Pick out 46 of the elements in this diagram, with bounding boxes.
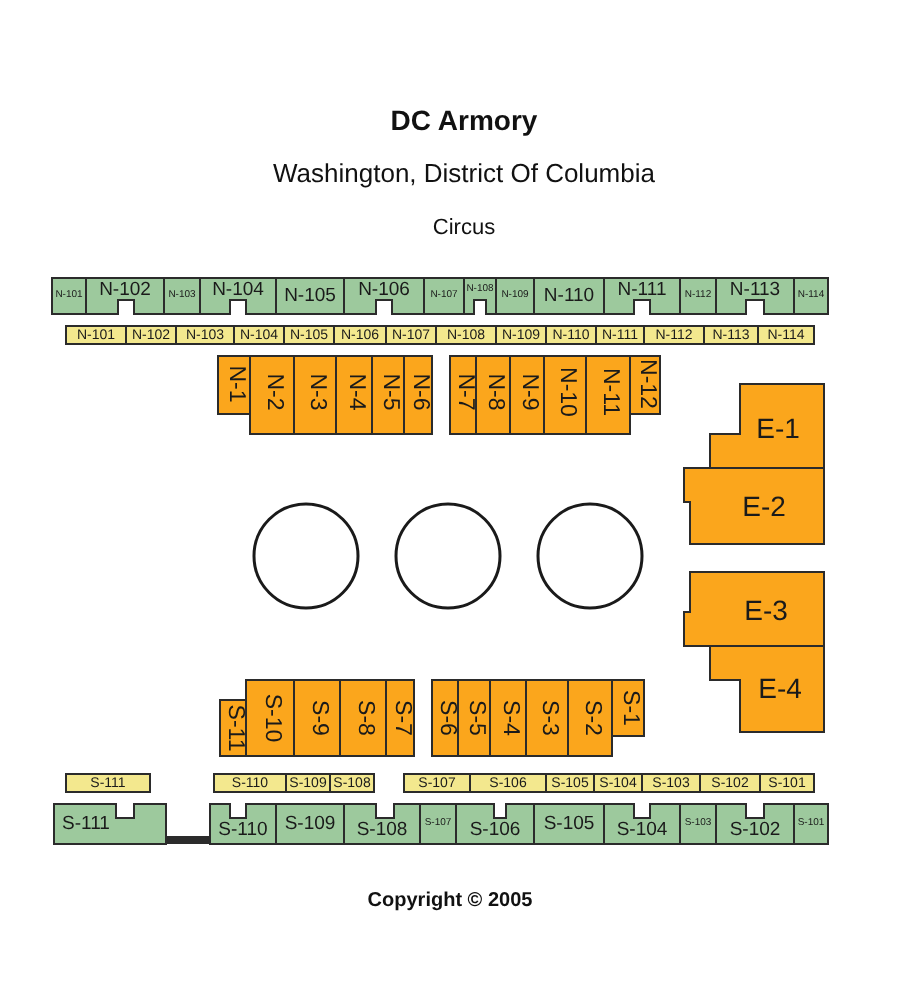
seating-section: N-7: [450, 356, 476, 434]
seating-section: S-5: [458, 680, 490, 756]
venue-title: DC Armory: [390, 104, 538, 137]
seating-section: S-1: [612, 680, 644, 736]
seating-section: N-110: [534, 278, 604, 314]
seating-section: S-11: [220, 700, 246, 756]
seating-section: S-102: [716, 804, 794, 844]
seating-section: N-5: [372, 356, 404, 434]
seating-section: S-2: [568, 680, 612, 756]
seating-section: N-2: [250, 356, 294, 434]
seating-section: S-105: [534, 804, 604, 844]
seating-section: N-10: [544, 356, 586, 434]
seating-section: S-110: [210, 804, 276, 844]
seating-section: N-113: [716, 278, 794, 314]
seating-section: S-3: [526, 680, 568, 756]
seating-section: N-102: [86, 278, 164, 314]
seating-section: N-11: [586, 356, 630, 434]
seating-section: S-111: [54, 804, 166, 844]
seating-section: S-10: [246, 680, 294, 756]
seating-section: N-105: [276, 278, 344, 314]
seating-section: N-1: [218, 356, 250, 414]
seating-section: N-6: [404, 356, 432, 434]
seating-section: N-111: [604, 278, 680, 314]
seating-section: S-108: [344, 804, 420, 844]
seating-section: S-104: [604, 804, 680, 844]
seating-section: N-106: [344, 278, 424, 314]
seating-section: E-1: [710, 384, 824, 468]
seating-section: N-3: [294, 356, 336, 434]
seating-section: N-9: [510, 356, 544, 434]
seating-section: N-12: [630, 356, 660, 414]
event-name: Circus: [432, 216, 496, 242]
seating-section: E-4: [710, 646, 824, 732]
seating-section: S-106: [456, 804, 534, 844]
venue-location: Washington, District Of Columbia: [273, 160, 655, 190]
seating-section: S-6: [432, 680, 458, 756]
seating-section: N-8: [476, 356, 510, 434]
seating-section: N-4: [336, 356, 372, 434]
seating-section: S-4: [490, 680, 526, 756]
seating-section: E-3: [684, 572, 824, 646]
seating-section: N-104: [200, 278, 276, 314]
seating-section: S-9: [294, 680, 340, 756]
seating-section: S-8: [340, 680, 386, 756]
seating-section: S-109: [276, 804, 344, 844]
seating-section: E-2: [684, 468, 824, 544]
seating-section: S-7: [386, 680, 414, 756]
copyright-notice: Copyright © 2005: [367, 890, 533, 913]
